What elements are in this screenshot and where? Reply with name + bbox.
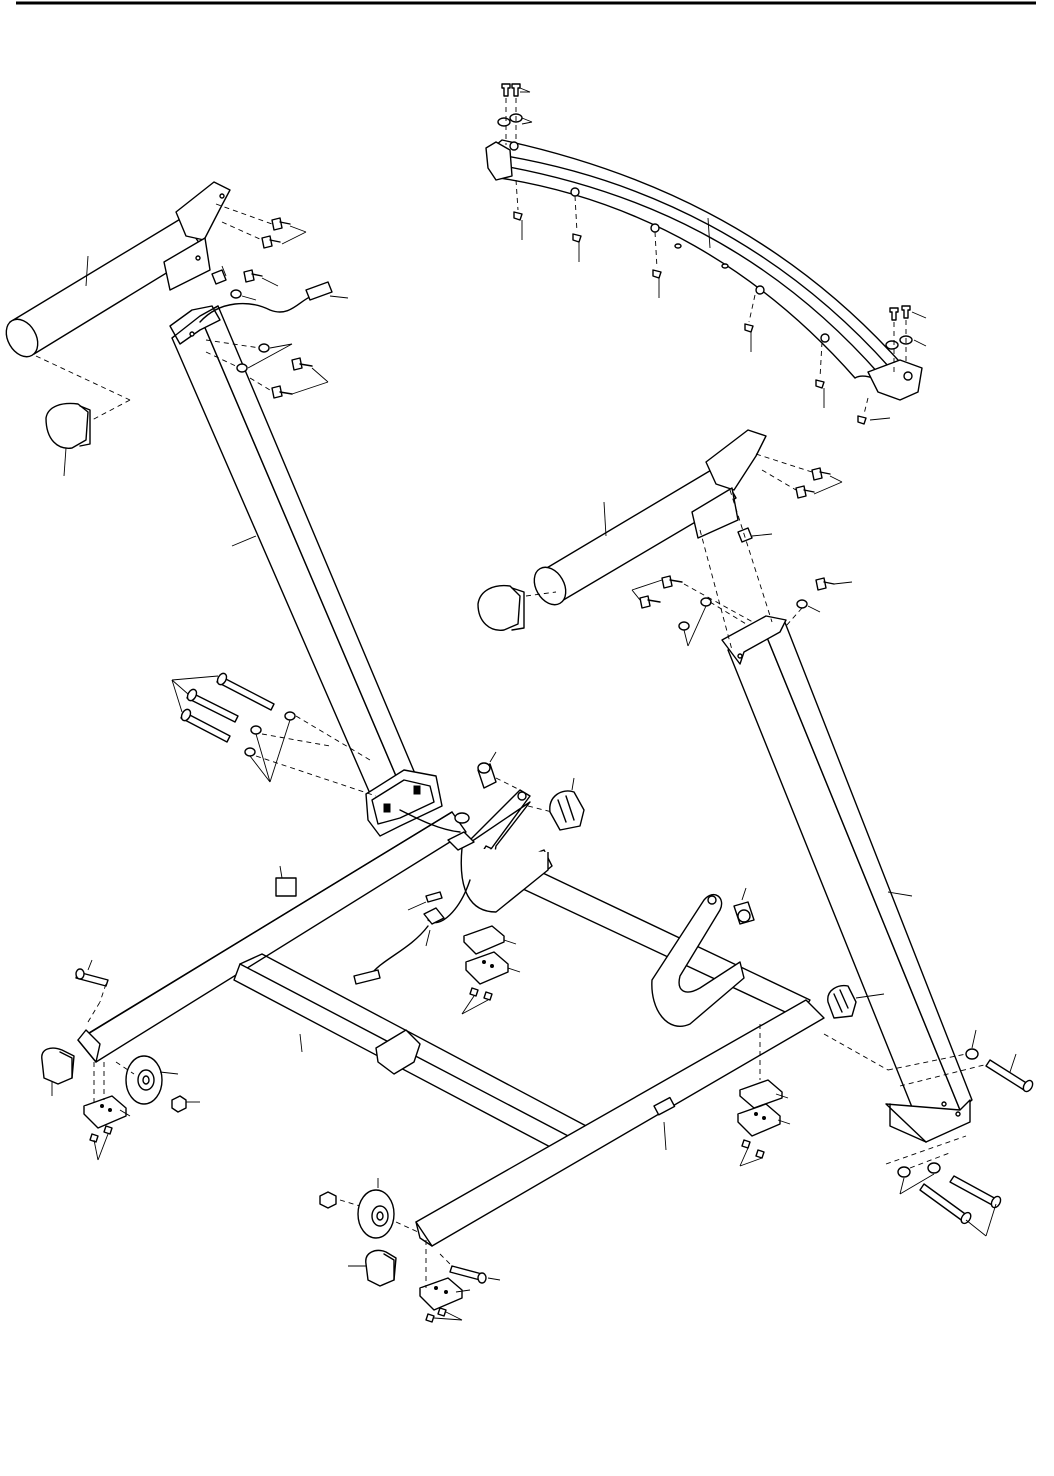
frame-label-sticker	[276, 878, 296, 896]
left-endcap	[46, 404, 90, 476]
left-wheel	[126, 1056, 178, 1104]
base-frame	[78, 812, 824, 1246]
console-crossbar	[486, 140, 922, 400]
center-pads	[462, 926, 520, 1014]
left-top-bolts	[216, 204, 306, 248]
right-wheel	[358, 1178, 394, 1238]
right-top-bolts	[756, 454, 842, 498]
right-endcap	[478, 586, 524, 631]
crossbar-top-screws	[498, 84, 532, 145]
right-upright	[722, 616, 972, 1142]
left-wire-clip	[212, 266, 226, 284]
left-upright	[170, 306, 442, 836]
left-mid-bolt	[231, 270, 278, 300]
right-wire-clip	[738, 528, 772, 542]
right-handrail-tube	[528, 430, 766, 610]
right-nut	[320, 1192, 336, 1208]
rear-right-hardware	[738, 1024, 1035, 1236]
left-nut	[172, 1096, 186, 1112]
